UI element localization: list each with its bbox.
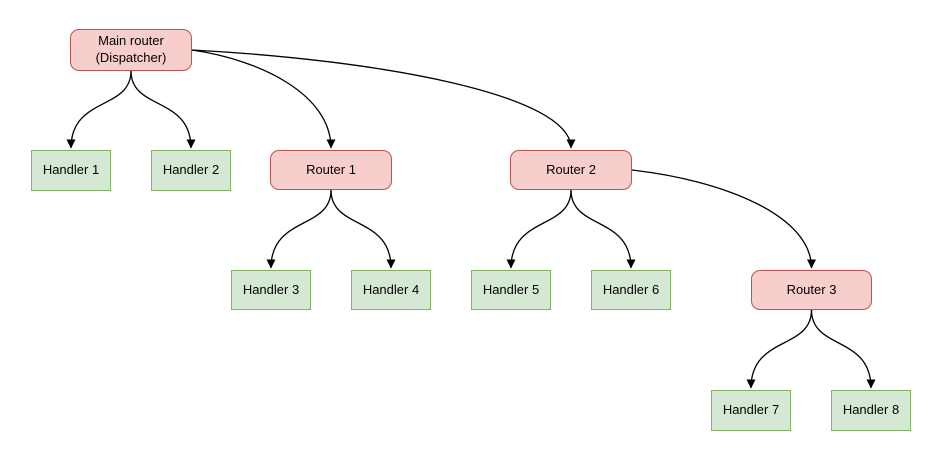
edge-router-2-to-handler-6 bbox=[570, 189, 636, 269]
node-handler-1: Handler 1 bbox=[31, 150, 111, 191]
node-handler-3: Handler 3 bbox=[231, 270, 311, 310]
node-router-1: Router 1 bbox=[270, 150, 392, 190]
node-label: Router 2 bbox=[546, 161, 596, 177]
node-handler-6: Handler 6 bbox=[591, 270, 671, 310]
node-label: Handler 5 bbox=[482, 281, 540, 297]
node-label: Handler 7 bbox=[722, 402, 780, 418]
edge-main-router-to-handler-2 bbox=[130, 70, 196, 149]
node-label: Handler 1 bbox=[42, 162, 100, 178]
node-label: Handler 8 bbox=[842, 402, 900, 418]
edge-router-2-to-router-3 bbox=[631, 169, 816, 269]
node-label: Main router (Dispatcher) bbox=[95, 33, 167, 65]
node-router-3: Router 3 bbox=[751, 270, 872, 310]
node-label: Handler 3 bbox=[242, 281, 300, 297]
node-handler-5: Handler 5 bbox=[471, 270, 551, 310]
node-label: Handler 2 bbox=[162, 162, 220, 178]
edge-router-1-to-handler-3 bbox=[266, 189, 332, 269]
node-main-router: Main router (Dispatcher) bbox=[70, 29, 192, 71]
node-label: Router 1 bbox=[306, 161, 356, 177]
edge-router-1-to-handler-4 bbox=[330, 189, 396, 269]
edge-main-router-to-router-2 bbox=[191, 49, 576, 149]
node-handler-8: Handler 8 bbox=[831, 390, 911, 431]
node-label: Handler 4 bbox=[362, 281, 420, 297]
node-label: Handler 6 bbox=[602, 281, 660, 297]
edge-router-3-to-handler-8 bbox=[810, 309, 876, 389]
edge-router-2-to-handler-5 bbox=[506, 189, 572, 269]
node-handler-4: Handler 4 bbox=[351, 270, 431, 310]
edge-router-3-to-handler-7 bbox=[746, 309, 813, 389]
node-handler-7: Handler 7 bbox=[711, 390, 791, 431]
edge-main-router-to-router-1 bbox=[191, 49, 336, 149]
node-handler-2: Handler 2 bbox=[151, 150, 231, 191]
node-label: Router 3 bbox=[786, 281, 837, 297]
edge-main-router-to-handler-1 bbox=[66, 70, 132, 149]
node-router-2: Router 2 bbox=[510, 150, 632, 190]
